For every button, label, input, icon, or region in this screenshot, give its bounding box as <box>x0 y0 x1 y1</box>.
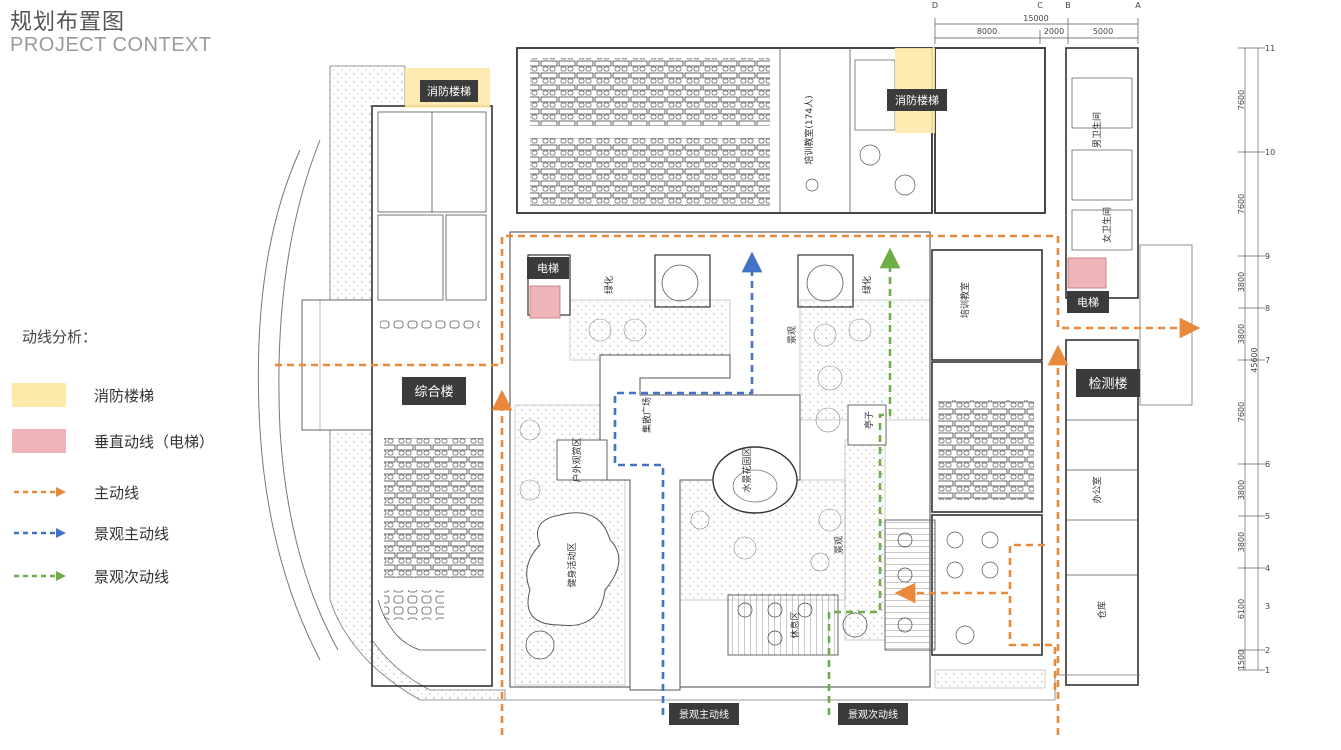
legend-item-landscape-secondary: 景观次动线 <box>12 563 169 589</box>
building-tag: 综合楼 <box>414 385 453 400</box>
zone-landscape: 景观 <box>787 326 798 344</box>
building-tag: 检测楼 <box>1088 377 1127 392</box>
orange-arrow-icon <box>14 487 66 497</box>
grid-row: 4 <box>1265 564 1270 573</box>
elevator-tag: 电梯 <box>1077 296 1099 309</box>
legend-item-fire-stair: 消防楼梯 <box>12 382 154 408</box>
grid-row: 10 <box>1265 148 1275 157</box>
dim-right: 7600 <box>1237 90 1246 110</box>
grid-row: 5 <box>1265 512 1270 521</box>
dim-right: 3800 <box>1237 272 1246 292</box>
fire-stair-tag: 消防楼梯 <box>427 84 471 98</box>
zone-rest: 休息区 <box>789 611 801 638</box>
dim-right: 1500 <box>1237 650 1246 670</box>
legend-label: 主动线 <box>94 483 140 502</box>
dim-right-total: 45600 <box>1250 347 1259 372</box>
landscape-secondary-route <box>827 247 901 715</box>
grid-col: A <box>1135 1 1141 10</box>
zone-store: 仓库 <box>1096 601 1108 619</box>
page-subtitle: PROJECT CONTEXT <box>10 34 212 56</box>
building-right <box>931 244 1193 686</box>
zone-garden: 绿化 <box>603 276 615 294</box>
grid-row: 2 <box>1265 646 1270 655</box>
elevator-tag: 电梯 <box>537 262 559 275</box>
grid-col: B <box>1065 1 1071 10</box>
grid-row: 8 <box>1265 304 1270 313</box>
main-route <box>275 234 1201 735</box>
legend-item-elevator: 垂直动线（电梯） <box>12 428 214 454</box>
zone-lecture: 培训教室 <box>959 282 971 318</box>
legend-label: 景观主动线 <box>94 524 170 543</box>
zone-plaza: 集散广场 <box>641 397 653 433</box>
dim-right: 6100 <box>1237 599 1246 619</box>
building-left <box>371 105 493 687</box>
zone-garden: 绿化 <box>861 276 873 294</box>
zone-water: 水景花园区 <box>741 447 753 492</box>
building-top-right <box>934 47 1139 299</box>
blue-arrow-icon <box>14 528 66 538</box>
elevator-area <box>529 285 561 319</box>
entry-tag: 景观次动线 <box>848 708 898 721</box>
grid-row: 9 <box>1265 252 1270 261</box>
dimension-lines <box>934 18 1265 671</box>
zone-fitness: 健身活动区 <box>566 542 578 587</box>
elevator-swatch <box>12 429 66 453</box>
page-title: 规划布置图 <box>10 10 126 35</box>
grid-row: 11 <box>1265 44 1275 53</box>
grid-row: 3 <box>1265 602 1270 611</box>
zone-outdoor: 户外观赏区 <box>571 437 583 482</box>
entry-tag: 景观主动线 <box>679 708 729 721</box>
dim-top-c: 5000 <box>1093 27 1113 36</box>
dim-right: 3800 <box>1237 532 1246 552</box>
zone-office: 办公室 <box>1091 476 1103 503</box>
dim-right: 7600 <box>1237 402 1246 422</box>
zone-toilet: 男卫生间 <box>1091 112 1103 148</box>
legend-item-landscape-main: 景观主动线 <box>12 520 169 546</box>
legend-label: 景观次动线 <box>94 567 170 586</box>
dim-top-b: 2000 <box>1044 27 1064 36</box>
legend-label: 消防楼梯 <box>94 386 155 405</box>
building-top-center <box>516 47 933 214</box>
dim-right: 7600 <box>1237 194 1246 214</box>
dim-right: 3800 <box>1237 324 1246 344</box>
dim-right: 3800 <box>1237 480 1246 500</box>
fire-stair-swatch <box>12 383 66 407</box>
legend-heading: 动线分析： <box>22 328 98 346</box>
zone-labels: 水景花园区 集散广场 健身活动区 户外观赏区 休息区 亭子 景观 景观 绿化 绿… <box>566 95 1113 638</box>
courtyard <box>509 231 936 691</box>
landscape-main-route <box>613 251 763 715</box>
fire-stair-tag: 消防楼梯 <box>895 93 939 107</box>
legend-label: 垂直动线（电梯） <box>94 432 215 451</box>
grid-col: C <box>1037 1 1043 10</box>
zone-pavilion: 亭子 <box>863 411 875 429</box>
grid-row: 6 <box>1265 460 1270 469</box>
zone-classroom: 培训教室(174人) <box>803 95 815 164</box>
zone-landscape: 景观 <box>834 536 845 554</box>
plan-tags: 消防楼梯 消防楼梯 电梯 电梯 综合楼 检测楼 景观主动线 景观次动线 <box>402 80 1140 725</box>
legend-item-main-route: 主动线 <box>12 479 139 505</box>
elevator-area <box>1067 257 1107 289</box>
green-arrow-icon <box>14 571 66 581</box>
grid-row: 1 <box>1265 666 1270 675</box>
dim-top-a: 8000 <box>977 27 997 36</box>
dim-top-total: 15000 <box>1023 14 1048 23</box>
zone-toilet: 女卫生间 <box>1101 207 1113 243</box>
grid-col: D <box>932 1 938 10</box>
dimension-labels: 15000 8000 2000 5000 7600 7600 3800 3800… <box>932 1 1275 675</box>
grid-row: 7 <box>1265 356 1270 365</box>
